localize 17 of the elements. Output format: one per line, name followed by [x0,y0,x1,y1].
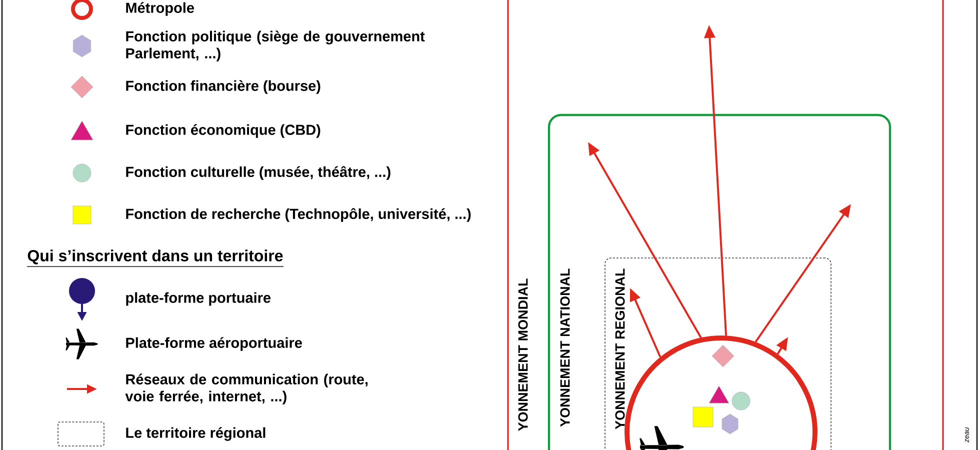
section-heading: Qui s’inscrivent dans un territoire [28,250,283,264]
legend-text: Fonction politique (siège de gouvernement Parlement, ...) [126,30,425,62]
legend-text: Réseaux de communication (route, voie ferrée, internet, ...) [125,374,368,404]
zone-label: YONNEMENT REGIONAL [615,268,625,430]
legend-text: Fonction financière (bourse) [126,80,320,94]
legend-text: Le territoire régional [126,427,266,441]
zone-frame [604,258,832,450]
legend-text: Plate-forme aéroportuaire [126,337,302,351]
zone-label: YONNEMENT NATIONAL [560,268,570,427]
legend-text: Fonction de recherche (Technopôle, université, ...) [126,208,471,222]
zone-frame [548,114,892,450]
legend-text: Fonction culturelle (musée, théâtre, ...) [126,166,390,180]
legend-text: Métropole [126,2,194,16]
legend-text: plate-forme portuaire [126,292,271,306]
zone-label: YONNEMENT MONDIAL [518,278,528,431]
legend-text: Fonction économique (CBD) [126,124,320,138]
zone-frame [507,0,944,450]
